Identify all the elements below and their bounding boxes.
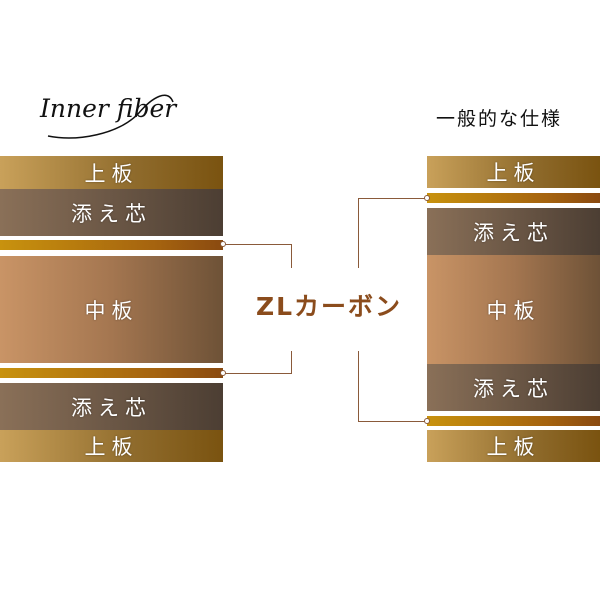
layer-carbon (0, 368, 223, 378)
layer-carbon (0, 240, 223, 250)
layer-top-board: 上板 (427, 156, 600, 188)
connector-dot (220, 241, 226, 247)
layer-carbon (427, 416, 600, 426)
layer-middle-board: 中板 (0, 256, 223, 363)
layer-carbon (427, 193, 600, 203)
connector-line (223, 373, 292, 374)
layer-sub-core: 添え芯 (427, 364, 600, 411)
layer-sub-core: 添え芯 (427, 208, 600, 255)
layer-sub-core: 添え芯 (0, 189, 223, 236)
connector-line (223, 244, 292, 245)
connector-dot (424, 195, 430, 201)
right-title: 一般的な仕様 (436, 108, 563, 130)
connector-dot (424, 418, 430, 424)
connector-line (291, 351, 292, 374)
inner-fiber-logo: Inner fiber (38, 84, 178, 144)
connector-dot (220, 370, 226, 376)
layer-middle-board: 中板 (427, 255, 600, 364)
connector-line (358, 198, 359, 268)
layer-top-board: 上板 (0, 156, 223, 189)
connector-line (291, 244, 292, 268)
connector-line (358, 351, 359, 421)
layer-top-board: 上板 (0, 430, 223, 462)
connector-line (358, 198, 427, 199)
layer-top-board: 上板 (427, 430, 600, 462)
carbon-label: ZLカーボン (255, 292, 403, 321)
connector-line (358, 421, 427, 422)
layer-sub-core: 添え芯 (0, 383, 223, 430)
